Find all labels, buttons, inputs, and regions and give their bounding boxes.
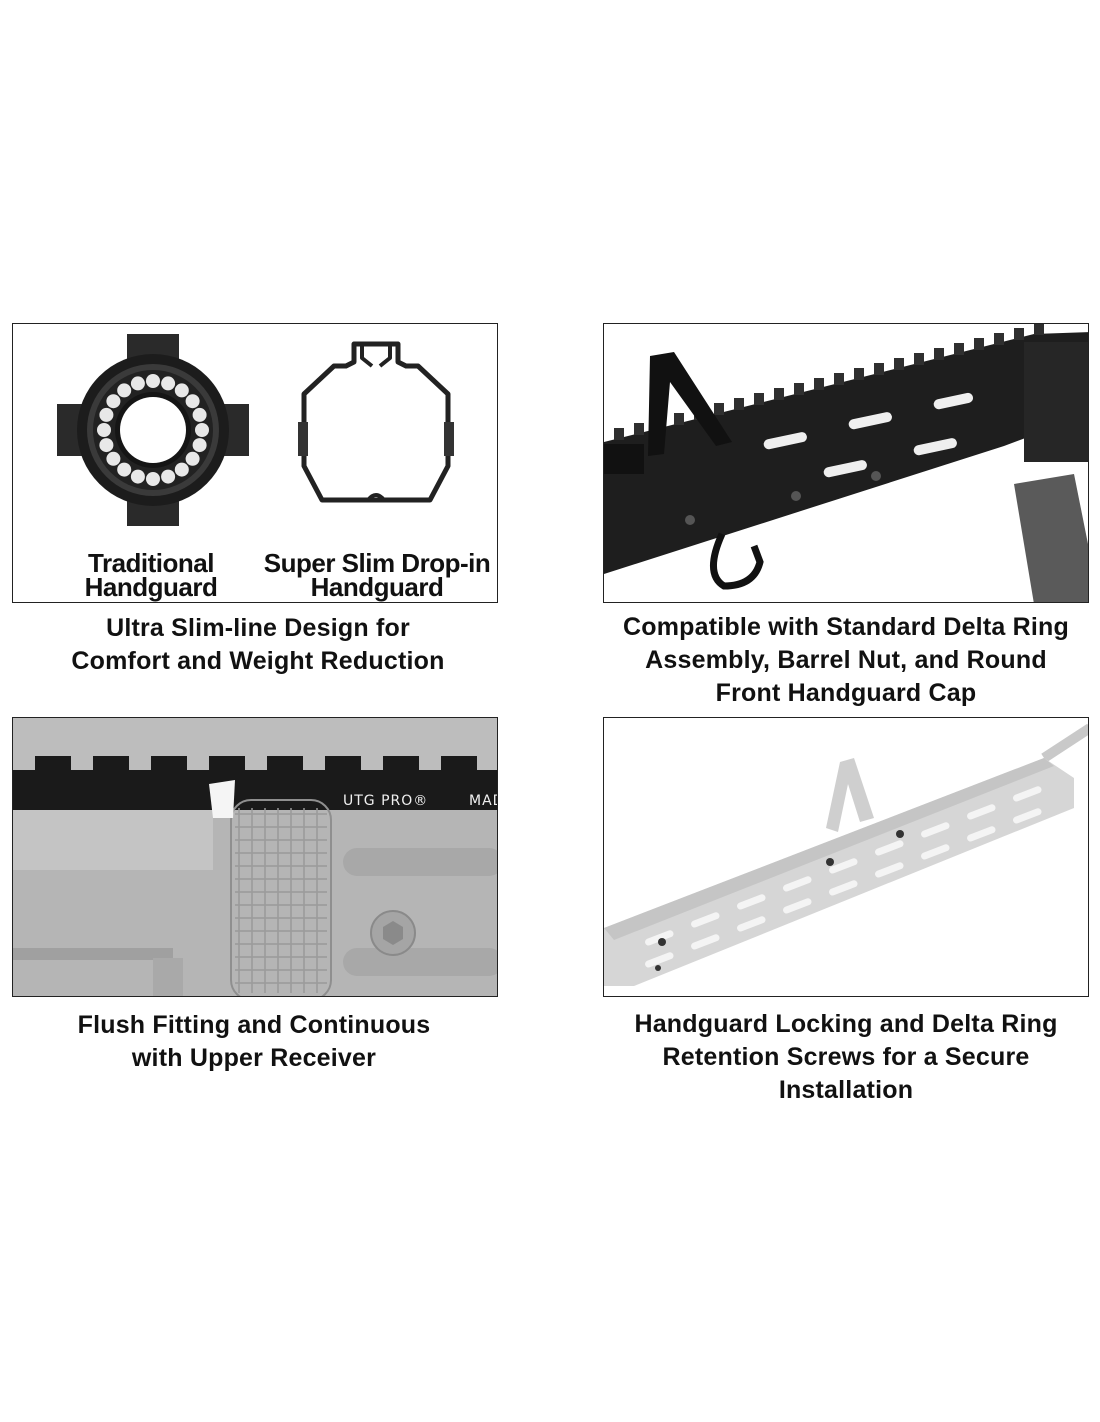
locking-screws-photo	[604, 718, 1088, 996]
traditional-handguard-label: Traditional Handguard	[84, 548, 218, 602]
caption-delta-ring-compatible: Compatible with Standard Delta Ring Asse…	[623, 613, 1069, 707]
flush-fitting-photo	[13, 718, 497, 996]
panel-rifle-installed	[603, 323, 1089, 603]
made-mark: MAD	[469, 793, 497, 809]
rifle-handguard-photo	[604, 324, 1088, 602]
panel-flush-fitting: UTG PRO® MAD	[12, 717, 498, 997]
caption-flush-fitting: Flush Fitting and Continuous with Upper …	[77, 1011, 431, 1072]
super-slim-handguard-label: Super Slim Drop-in Handguard	[263, 548, 491, 602]
panel-handguard-comparison: Traditional Handguard Super Slim Drop-in…	[12, 323, 498, 603]
utg-pro-brand-mark: UTG PRO®	[343, 793, 429, 809]
caption-locking-screws: Handguard Locking and Delta Ring Retenti…	[634, 1010, 1058, 1104]
traditional-handguard-illustration	[57, 334, 454, 526]
caption-slim-line-design: Ultra Slim-line Design for Comfort and W…	[71, 614, 445, 675]
panel-locking-screws	[603, 717, 1089, 997]
